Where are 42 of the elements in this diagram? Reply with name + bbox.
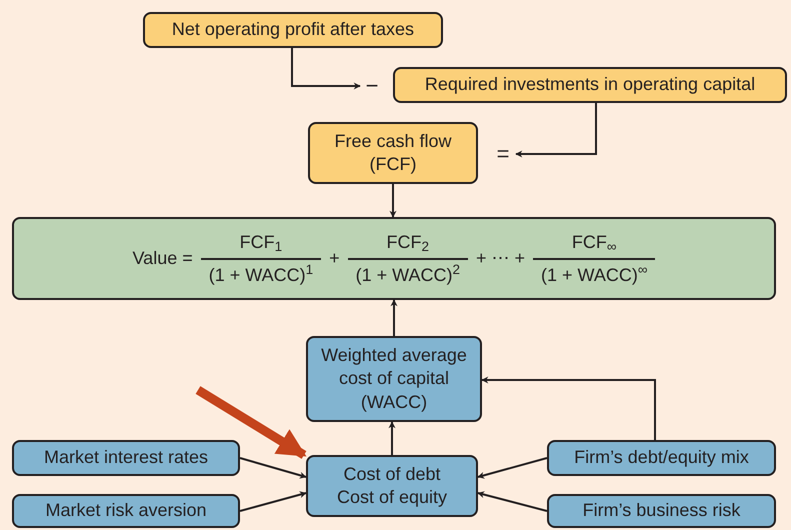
arrow [515,103,597,158]
box-text: Required investments in operating capital [424,73,756,96]
box-text: Firm’s business risk [582,499,740,522]
operator-symbol: − [366,72,378,100]
box-text: Market interest rates [44,446,208,470]
arrow [240,491,307,512]
arrow [388,421,396,455]
highlight-arrow [196,386,306,459]
process-box [547,440,776,476]
formula-text: + [329,247,340,270]
process-box [306,336,482,422]
numerator: FCF$_{∞}$ [570,231,618,254]
box-text: Cost of debt [343,462,441,486]
process-box [12,440,240,476]
process-box [143,12,443,48]
formula-text: + ⋯ + [476,247,525,270]
process-box [547,494,776,528]
box-text: Market risk aversion [45,499,207,522]
numerator: FCF$_{2}$ [386,231,430,254]
box-text: Firm’s debt/equity mix [574,446,749,470]
denominator: (1 + WACC)$^{2}$ [354,264,461,286]
denominator: (1 + WACC)$^{∞}$ [540,264,648,286]
process-box [12,494,240,528]
numerator: FCF$_{1}$ [238,231,284,254]
process-box [308,122,478,184]
arrow [481,376,656,440]
arrow [240,457,307,479]
arrow [390,299,398,336]
box-text: Weighted average cost of capital (WACC) [320,344,468,414]
denominator: (1 + WACC)$^{1}$ [208,264,314,286]
operator-symbol: = [496,140,510,168]
formula-box [12,217,776,300]
box-text: Net operating profit after taxes [172,18,414,42]
formula-text: Value = [132,247,193,270]
arrow [477,491,548,512]
arrow [390,184,396,218]
box-text: Free cash flow (FCF) [333,130,453,176]
process-box [393,67,787,103]
process-box [306,455,478,517]
box-text: Cost of equity [336,486,448,509]
arrow [477,457,548,479]
arrow [291,48,361,90]
